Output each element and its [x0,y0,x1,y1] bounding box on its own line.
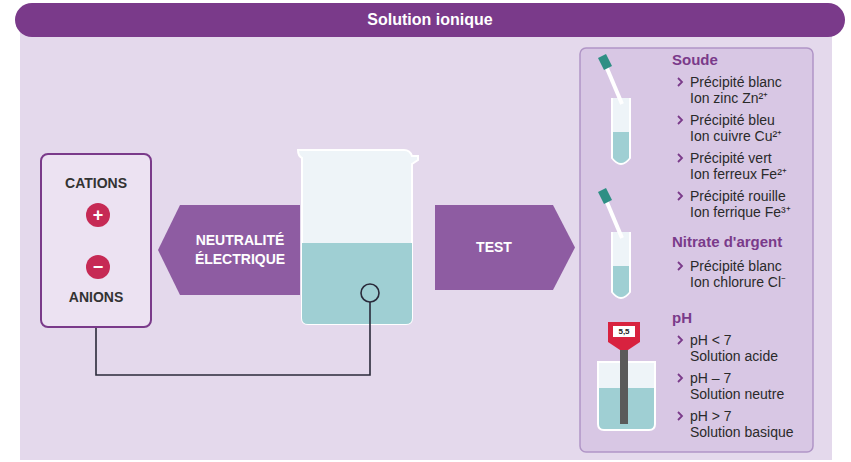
test-result: Précipité blanc Ion chlorure Cl⁻ [690,258,786,290]
bullet-chevron [678,154,682,162]
test-result: Précipité rouille Ion ferrique Fe³⁺ [690,188,791,220]
test-heading: Nitrate d'argent [672,234,782,250]
test-result: pH > 7 Solution basique [690,408,794,440]
bullet-chevron [678,412,682,420]
bullet-chevron [678,262,682,270]
title-band [15,3,845,37]
test-heading: pH [672,310,692,326]
dropper-bulb [598,188,612,204]
sign: − [93,258,104,276]
arrow-fill [158,205,300,295]
title-text: Solution ionique [15,3,845,37]
bullet-chevron [678,78,682,86]
bullet-chevron [678,374,682,382]
bullet-chevron [678,116,682,124]
ph-probe [620,346,628,424]
test-result: Précipité bleu Ion cuivre Cu²⁺ [690,112,782,144]
dropper [606,66,622,104]
test-result: Précipité vert Ion ferreux Fe²⁺ [690,150,787,182]
ion-label: CATIONS [42,175,150,191]
arrow-shape [158,205,300,295]
ion-box: + − CATIONS ANIONS [40,153,152,328]
band-text: TEST [476,238,512,257]
ph-reading: 5,5 [613,326,635,337]
anion-sign: − [86,255,110,279]
main-panel [20,30,832,460]
bullet-chevron [678,192,682,200]
ph-display [613,326,635,337]
test-panel [580,48,813,452]
arrow-band: NEUTRALITÉ ÉLECTRIQUE [158,205,300,295]
test-result: Précipité blanc Ion zinc Zn²⁺ [690,74,782,106]
tube-liquid [613,266,629,297]
ph-meter-head [608,322,640,350]
sign: + [93,206,104,224]
cation-sign: + [86,203,110,227]
bullet-chevron [678,336,682,344]
test-result: pH < 7 Solution acide [690,332,778,364]
ion-circle [361,284,379,302]
tube-liquid [613,132,629,163]
test-tube [612,98,630,164]
test-heading: Soude [672,52,718,68]
test-tube [612,232,630,298]
dropper-bulb [598,54,612,70]
beaker [298,150,418,324]
beaker-liquid [302,243,412,324]
dropper [606,200,622,238]
arrow-fill [435,205,575,290]
ion-label: ANIONS [42,289,150,305]
test-result: pH – 7 Solution neutre [690,370,784,402]
arrow-band: TEST [435,205,575,290]
test-panel: SoudePrécipité blanc Ion zinc Zn²⁺ Précip… [580,48,813,452]
band-text: NEUTRALITÉ ÉLECTRIQUE [188,231,292,269]
